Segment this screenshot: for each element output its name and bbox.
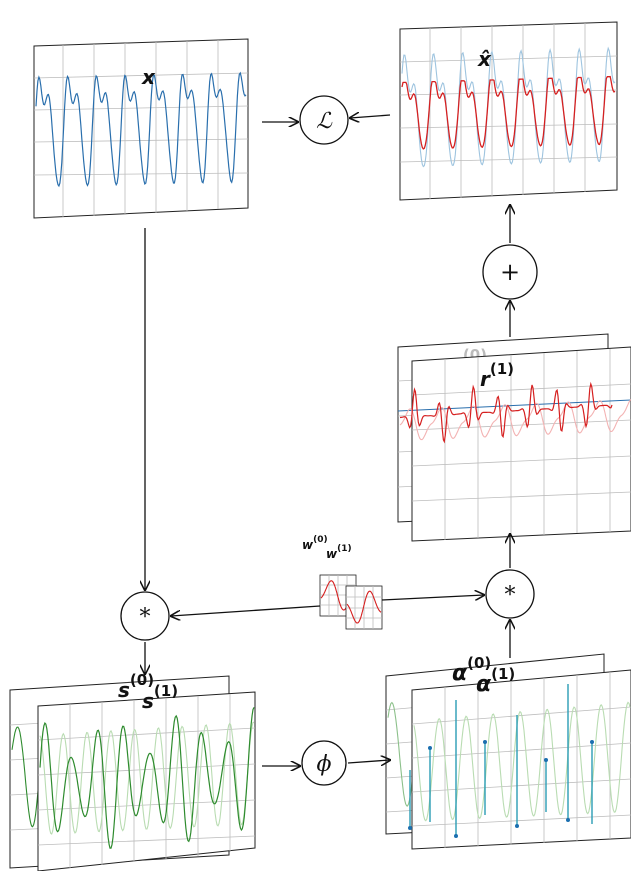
- panel-x-hat-frame: [399, 21, 618, 201]
- conv-left-symbol: *: [140, 605, 151, 630]
- arrow-w-to-conv-left: [171, 605, 321, 616]
- panel-x-hat-grid: [399, 23, 618, 199]
- phi-symbol: ϕ: [317, 752, 332, 777]
- label-r1: r(1): [480, 360, 514, 391]
- alpha-spike-point: [428, 746, 432, 750]
- panel-r1-frame: [411, 346, 631, 542]
- alpha-spike-point: [544, 758, 548, 762]
- residual-ghost-curve: [399, 399, 631, 441]
- alpha-sparse-spikes: [408, 684, 594, 838]
- phi-node: ϕ: [301, 740, 347, 786]
- alpha-spike-point: [515, 824, 519, 828]
- panel-x: x: [33, 38, 249, 219]
- alpha-ghost-curve: [413, 701, 631, 822]
- loss-symbol: ℒ: [316, 109, 333, 134]
- label-s0: s(0): [118, 671, 154, 702]
- arrow-w-to-conv-right: [381, 595, 484, 600]
- label-x: x: [141, 65, 156, 89]
- signal-x-curve: [35, 71, 247, 188]
- label-alpha1: α(1): [476, 665, 515, 697]
- label-x-hat: x̂: [477, 47, 492, 71]
- conv-right-node: *: [485, 569, 535, 619]
- loss-node: ℒ: [299, 95, 349, 145]
- label-s1: s(1): [142, 682, 178, 713]
- panel-alpha1: α(1): [408, 665, 631, 850]
- sum-symbol: +: [500, 258, 520, 286]
- conv-left-node: *: [120, 591, 170, 641]
- label-w0: w(0): [302, 535, 328, 552]
- alpha-spike-point: [454, 834, 458, 838]
- sparse-code-ghost-curve: [39, 721, 255, 835]
- panel-r1: r(1): [397, 346, 631, 542]
- alpha-spike-point: [590, 740, 594, 744]
- reconstruction-curve: [401, 75, 616, 150]
- sparse-code-1-curve: [39, 707, 255, 849]
- signal-x-ghost-curve: [401, 46, 616, 168]
- filter-w1: w(1): [326, 544, 383, 630]
- alpha-spike-point: [483, 740, 487, 744]
- alpha-spike-point: [566, 818, 570, 822]
- panel-s1-frame: [37, 691, 256, 871]
- arrow-xhat-to-loss: [350, 115, 391, 118]
- alpha-spike-point: [408, 826, 412, 830]
- panel-x-frame: [33, 38, 249, 219]
- filter-w1-curve: [346, 590, 382, 624]
- residual-curve: [399, 381, 613, 444]
- label-alpha0: α(0): [452, 654, 491, 686]
- panel-x-hat: x̂: [399, 21, 618, 201]
- arrows: [145, 115, 510, 766]
- arrow-phi-to-alpha: [347, 760, 390, 763]
- conv-right-symbol: *: [505, 583, 516, 608]
- label-w1: w(1): [326, 544, 352, 561]
- panel-s1: s(1): [37, 682, 256, 871]
- sum-node: +: [482, 244, 538, 300]
